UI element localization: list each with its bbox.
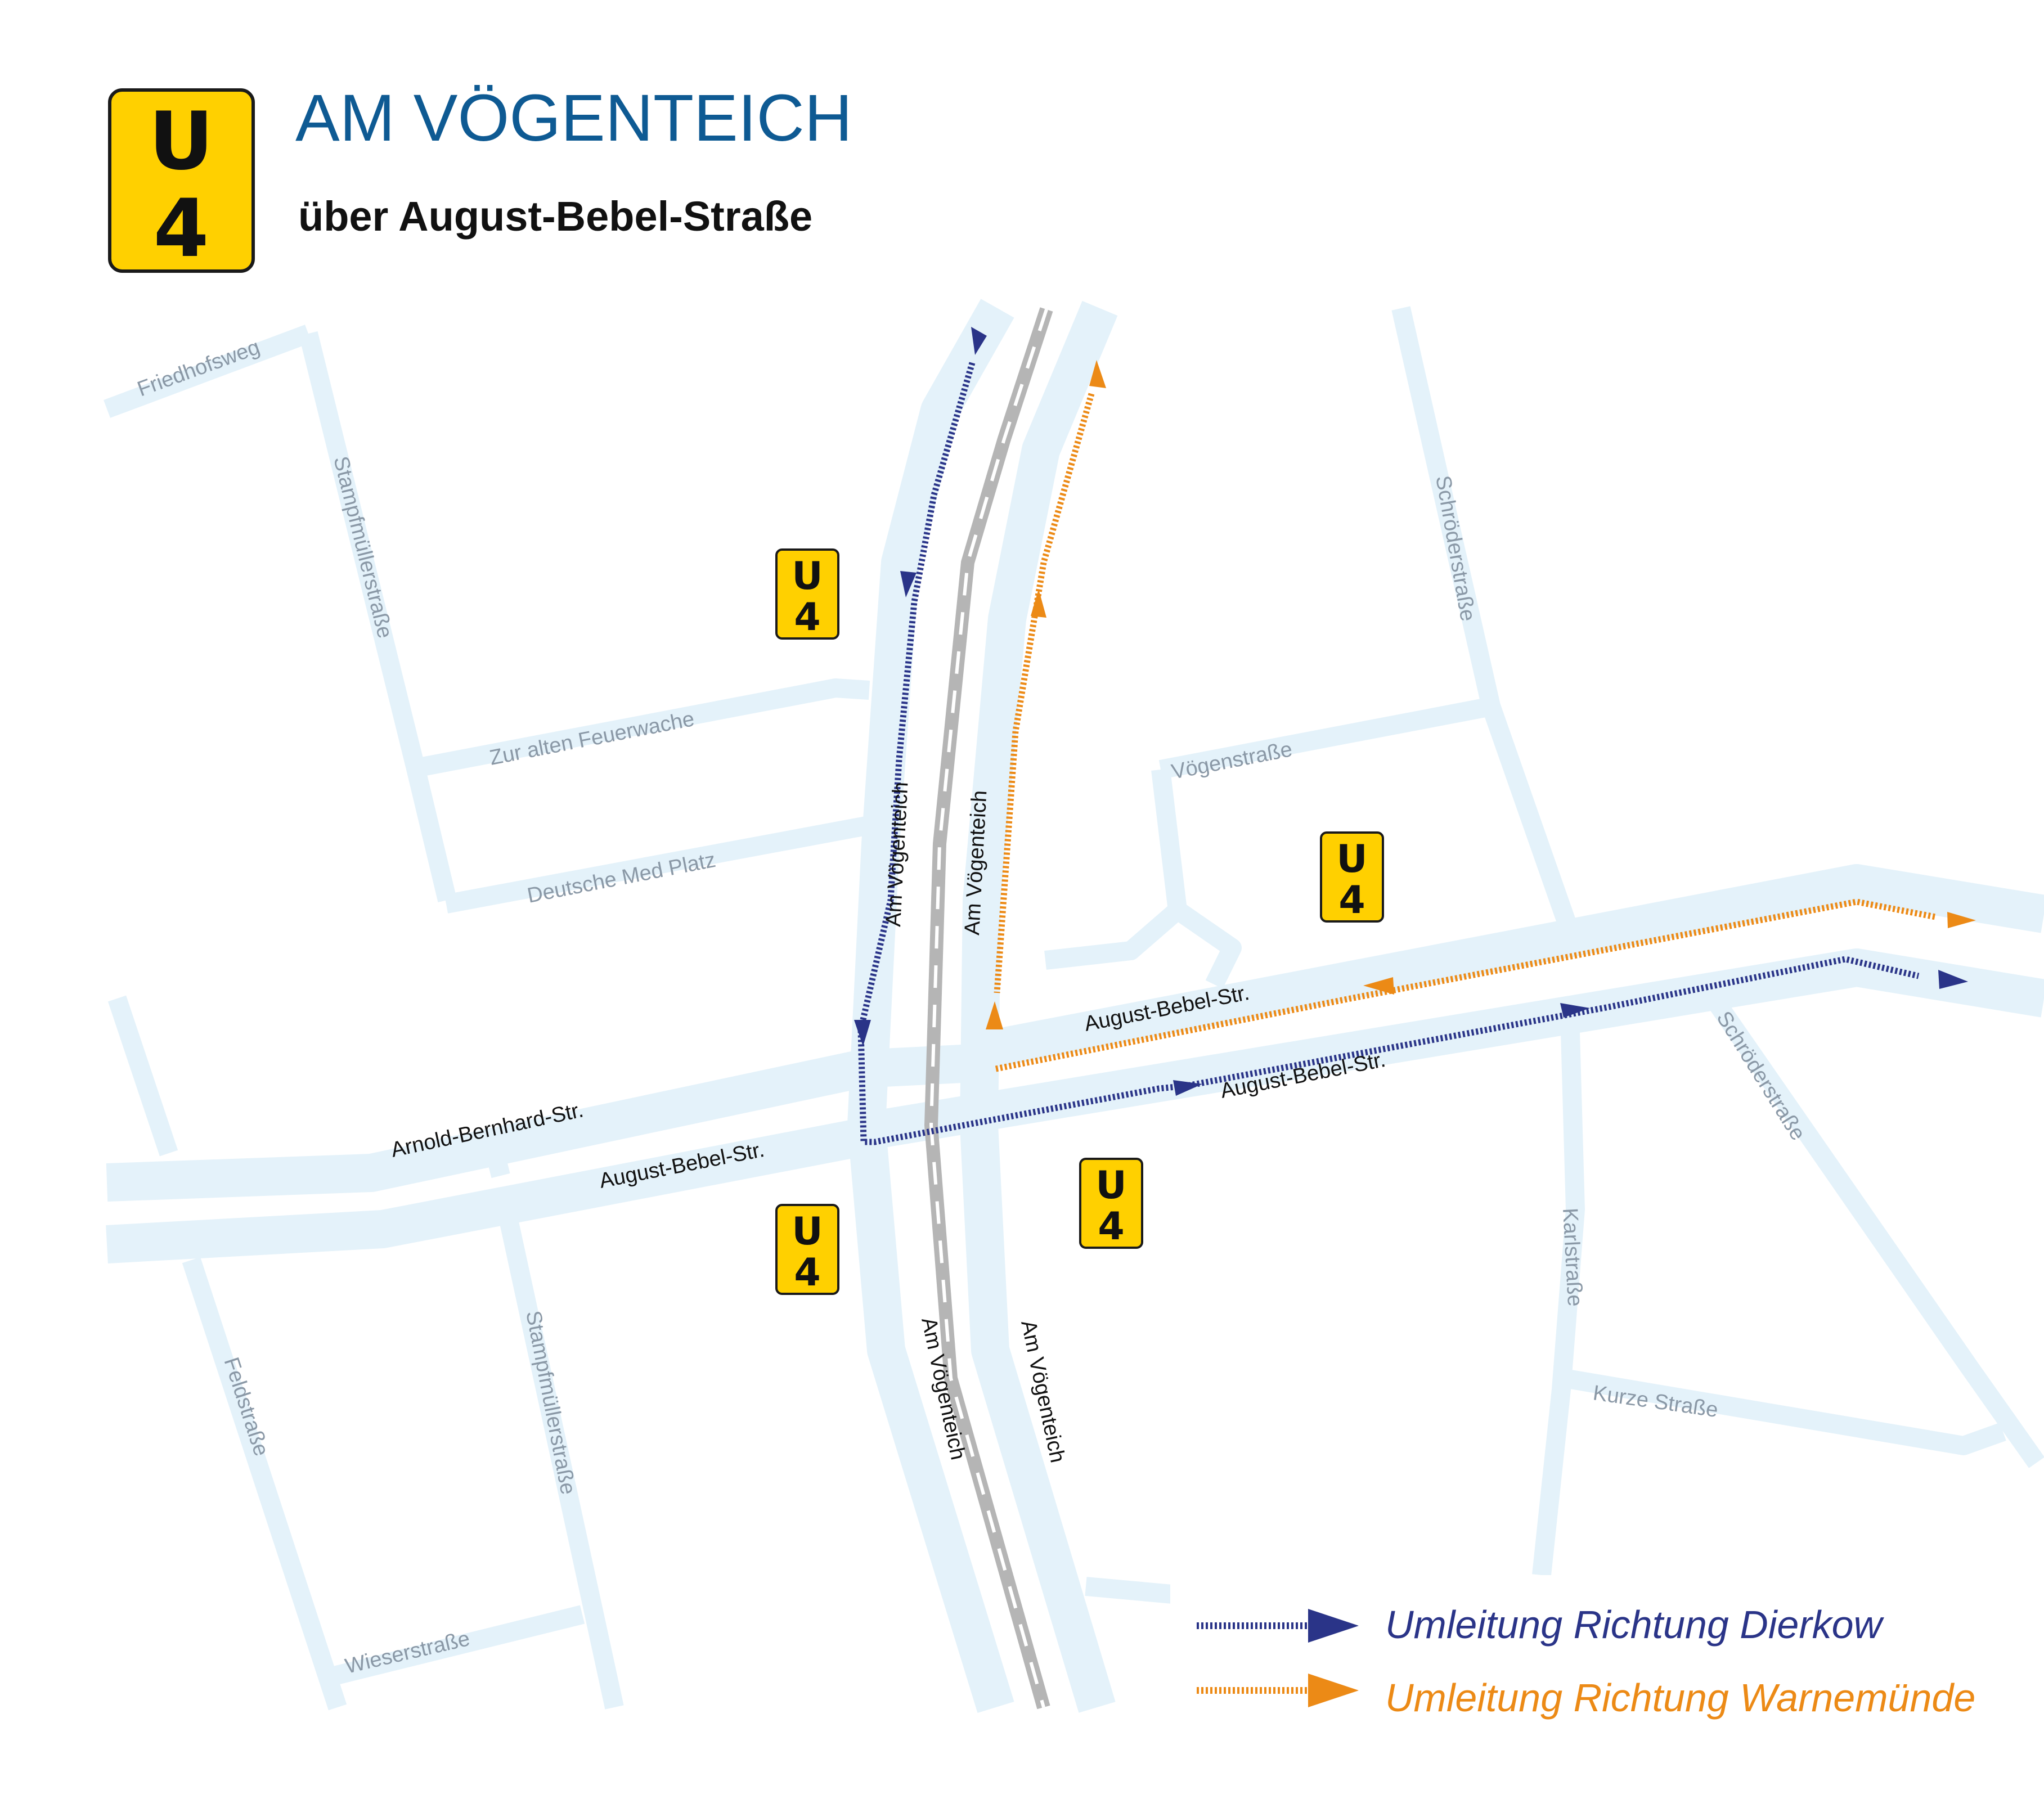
route-warnemuende: [986, 360, 1976, 1072]
stop-badge-number: 4: [1098, 1204, 1124, 1249]
label-schroederstrasse-south: Schröderstraße: [1711, 1008, 1809, 1145]
minor-roads: [104, 306, 2044, 1711]
label-feldstrasse: Feldstraße: [219, 1355, 273, 1459]
road-deutsche-med-platz: [444, 816, 871, 914]
road-stampfmueller-north: [299, 331, 457, 902]
label-stampfmueller-south: Stampfmüllerstraße: [521, 1309, 579, 1496]
route-dierkow-arrow: [900, 571, 917, 597]
route-dierkow-line: [857, 362, 1920, 1145]
legend: Umleitung Richtung Dierkow Umleitung Ric…: [1170, 1575, 2044, 1744]
route-warnemuende-line: [994, 393, 1937, 1072]
road-am-voegenteich-west: [847, 299, 1014, 1713]
legend-item-dierkow: Umleitung Richtung Dierkow: [1197, 1603, 1885, 1647]
stop-badge-letter: U: [792, 554, 823, 599]
road-voegen-loop: [1044, 901, 1242, 989]
rail-line-dashes: [929, 309, 1048, 1708]
road-friedhofsweg: [104, 325, 312, 418]
road-voegen-v: [1151, 768, 1187, 912]
line-badge-header: U 4: [108, 88, 255, 275]
stop-badge-ne: U 4: [1320, 831, 1384, 923]
route-dierkow-arrow: [1173, 1080, 1202, 1096]
tram-track: [924, 307, 1053, 1710]
road-august-bebel-north: [978, 864, 2044, 1070]
label-schroederstrasse-north: Schröderstraße: [1431, 474, 1480, 623]
route-warnemuende-arrow: [986, 1001, 1003, 1029]
road-stampfmueller-south: [497, 1207, 624, 1710]
stop-badge-nw: U 4: [775, 548, 839, 640]
stop-badge-letter: U: [1336, 837, 1367, 881]
stop-badge-number: 4: [794, 595, 820, 640]
stop-badge-letter: U: [1095, 1163, 1126, 1208]
page-subtitle: über August-Bebel-Straße: [298, 193, 812, 240]
header: U 4 AM VÖGENTEICH über August-Bebel-Stra…: [108, 81, 852, 275]
line-badge-number: 4: [154, 182, 209, 275]
label-karlstrasse: Karlstraße: [1558, 1207, 1587, 1307]
route-dierkow-arrow: [971, 327, 987, 355]
road-zur-alten-feuerwache: [414, 678, 870, 777]
route-dierkow-arrow: [1938, 970, 1968, 989]
stop-badges: U 4 U 4 U 4 U 4: [775, 548, 1384, 1295]
legend-label-dierkow: Umleitung Richtung Dierkow: [1385, 1603, 1885, 1647]
route-warnemuende-arrow: [1947, 912, 1976, 928]
stop-badge-se: U 4: [1079, 1158, 1143, 1249]
road-am-voegenteich-east: [960, 300, 1118, 1713]
route-warnemuende-arrow: [1089, 360, 1106, 388]
road-schroederstrasse-south: [1694, 976, 2044, 1468]
route-dierkow-arrow: [854, 1020, 871, 1046]
arrow-right-icon: [1308, 1609, 1359, 1643]
route-dierkow: [854, 327, 1968, 1145]
label-stampfmueller-north: Stampfmüllerstraße: [329, 454, 397, 641]
label-voegenstrasse: Vögenstraße: [1170, 737, 1295, 784]
road-feldstrasse-north: [107, 995, 178, 1157]
road-wieserstrasse: [329, 1605, 585, 1686]
route-dierkow-arrow: [1560, 1003, 1590, 1018]
stop-badge-sw: U 4: [775, 1204, 839, 1295]
route-warnemuende-arrow: [1363, 977, 1394, 995]
road-kurze-strasse: [1562, 1369, 2006, 1455]
stop-badge-number: 4: [1338, 878, 1365, 923]
road-august-bebel-west: [106, 1116, 879, 1263]
arrow-right-icon: [1308, 1674, 1359, 1707]
label-wieserstrasse: Wieserstraße: [343, 1627, 473, 1679]
road-august-bebel-south: [866, 948, 2044, 1150]
page-title: AM VÖGENTEICH: [295, 81, 852, 155]
road-feldstrasse: [182, 1257, 347, 1711]
road-arnold-bernhard: [106, 1044, 974, 1202]
stop-badge-letter: U: [792, 1209, 823, 1254]
road-schroederstrasse-north: [1391, 306, 1579, 934]
legend-label-warnemuende: Umleitung Richtung Warnemünde: [1385, 1676, 1975, 1720]
road-east-stub: [1085, 1577, 1180, 1604]
main-roads: [106, 299, 2044, 1713]
road-voegenstrasse: [1158, 696, 1496, 779]
route-warnemuende-arrow: [1031, 589, 1046, 618]
line-badge-letter: U: [149, 95, 213, 188]
legend-item-warnemuende: Umleitung Richtung Warnemünde: [1197, 1674, 1975, 1720]
road-karlstrasse: [1532, 1012, 1585, 1576]
stop-badge-number: 4: [794, 1251, 820, 1295]
label-friedhofsweg: Friedhofsweg: [134, 335, 263, 401]
